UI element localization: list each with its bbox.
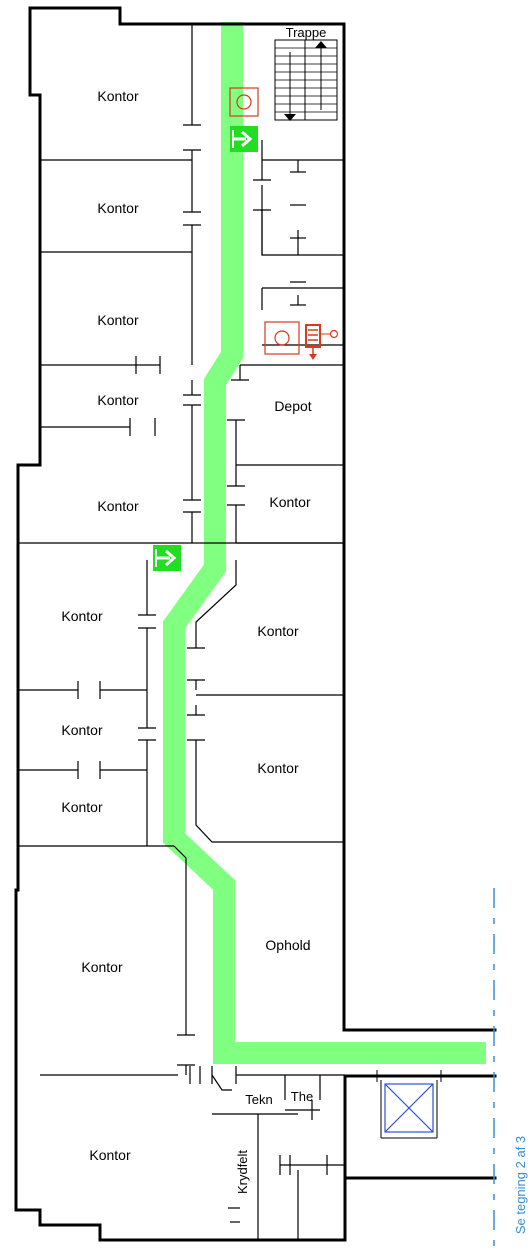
- room-label: Kontor: [89, 1147, 131, 1163]
- utility-rooms: [211, 1074, 345, 1240]
- stairs-label: Trappe: [286, 25, 327, 40]
- elevator-icon: [376, 1070, 442, 1139]
- room-label: Kontor: [81, 959, 123, 975]
- room-label: Kontor: [97, 200, 139, 216]
- room-label: Kontor: [97, 498, 139, 514]
- fire-extinguisher-icon: [305, 324, 339, 360]
- outer-wall-west: [14, 6, 497, 1242]
- room-label: Kontor: [61, 608, 103, 624]
- core-wall: [343, 1074, 497, 1180]
- exit-arrow-icon: [153, 545, 181, 571]
- room-label: Kontor: [97, 392, 139, 408]
- room-label: Kontor: [61, 799, 103, 815]
- crawlspace-label: Krydfelt: [235, 1150, 250, 1194]
- room-label: Kontor: [257, 760, 299, 776]
- room-label: Kontor: [97, 312, 139, 328]
- tea-room-label: The: [291, 1089, 313, 1104]
- escape-route: [163, 22, 486, 1064]
- tech-room-label: Tekn: [245, 1092, 272, 1107]
- stairs-icon: [274, 39, 338, 121]
- fire-hose-icon: [264, 321, 300, 355]
- outer-wall: [118, 6, 497, 1032]
- west-partitions: [18, 24, 345, 1076]
- fire-hose-icon: [229, 87, 259, 117]
- lounge-label: Ophold: [265, 937, 310, 953]
- room-label: Kontor: [61, 722, 103, 738]
- drawing-reference-note: Se tegning 2 af 3: [513, 1136, 528, 1234]
- door-markers: [77, 115, 306, 1084]
- room-label: Kontor: [97, 88, 139, 104]
- room-label: Kontor: [269, 494, 311, 510]
- exit-arrow-icon: [230, 126, 258, 152]
- depot-label: Depot: [274, 398, 311, 414]
- room-label: Kontor: [257, 623, 299, 639]
